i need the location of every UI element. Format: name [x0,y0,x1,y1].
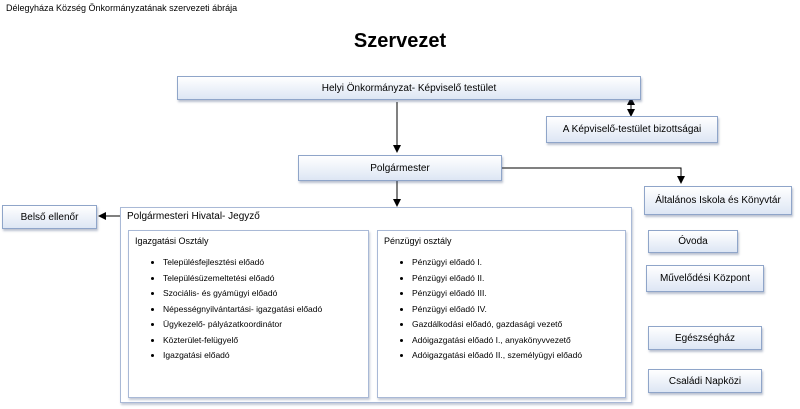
arrow-mayor-to-school [502,167,685,184]
node-internal-auditor-label: Belső ellenőr [20,211,79,223]
list-item: Pénzügyi előadó III. [412,286,582,302]
list-item: Szociális- és gyámügyi előadó [163,286,322,302]
node-council-label: Helyi Önkormányzat- Képviselő testület [321,82,497,94]
list-item: Településüzemeltetési előadó [163,271,322,287]
node-kindergarten: Óvoda [648,230,738,253]
node-committees-label: A Képviselő-testület bizottságai [562,124,702,135]
node-health-house-label: Egészségház [674,332,736,344]
list-item: Adóigazgatási előadó II., személyügyi el… [412,348,582,364]
list-item: Gazdálkodási előadó, gazdasági vezető [412,317,582,333]
list-item: Pénzügyi előadó II. [412,271,582,287]
node-health-house: Egészségház [648,326,762,350]
dept-finance: Pénzügyi osztály Pénzügyi előadó I. Pénz… [377,230,626,398]
node-day-care-label: Családi Napközi [668,375,742,387]
list-item: Pénzügyi előadó I. [412,255,582,271]
node-mayor-label: Polgármester [370,162,430,174]
node-internal-auditor: Belső ellenőr [2,205,97,229]
list-item: Közterület-felügyelő [163,333,322,349]
dept-admin-title: Igazgatási Osztály [135,236,209,246]
list-item: Ügykezelő- pályázatkoordinátor [163,317,322,333]
node-culture-center-label: Művelődési Központ [659,273,751,284]
dept-finance-list: Pénzügyi előadó I. Pénzügyi előadó II. P… [388,255,582,364]
list-item: Igazgatási előadó [163,348,322,364]
list-item: Adóigazgatási előadó I., anyakönyvvezető [412,333,582,349]
dept-admin-list: Településfejlesztési előadó Településüze… [139,255,322,364]
node-mayor: Polgármester [298,155,502,181]
dept-admin: Igazgatási Osztály Településfejlesztési … [128,230,369,398]
node-kindergarten-label: Óvoda [678,236,708,247]
list-item: Pénzügyi előadó IV. [412,302,582,318]
office-title: Polgármesteri Hivatal- Jegyző [127,211,260,222]
node-school: Általános Iskola és Könyvtár [644,186,792,215]
node-committees: A Képviselő-testület bizottságai [546,116,718,143]
dept-finance-title: Pénzügyi osztály [384,236,452,246]
diagram-caption: Délegyháza Község Önkormányzatának szerv… [6,3,238,13]
node-day-care: Családi Napközi [648,369,762,393]
list-item: Településfejlesztési előadó [163,255,322,271]
list-item: Népességnyilvántartási- igazgatási előad… [163,302,322,318]
node-school-label: Általános Iskola és Könyvtár [655,195,781,206]
office-panel: Polgármesteri Hivatal- Jegyző Igazgatási… [120,207,632,403]
diagram-title: Szervezet [353,30,447,52]
node-council: Helyi Önkormányzat- Képviselő testület [177,76,641,100]
node-culture-center: Művelődési Központ [646,265,764,292]
